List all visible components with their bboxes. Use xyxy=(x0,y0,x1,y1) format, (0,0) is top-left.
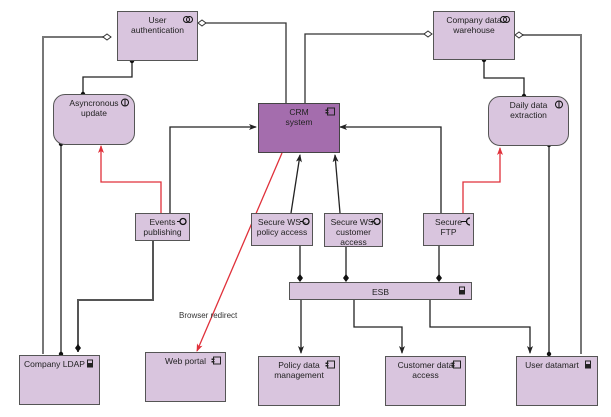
node-label: Company LDAP xyxy=(24,359,85,369)
node-label: Events publishing xyxy=(143,217,182,237)
interface-provided-icon xyxy=(300,217,310,226)
node-label: ESB xyxy=(371,287,389,297)
component-icon xyxy=(211,356,221,365)
composition-diamond xyxy=(343,274,349,282)
node-customer-data-access[interactable]: Customer data access xyxy=(385,356,466,406)
node-company-data-warehouse[interactable]: Company data warehouse xyxy=(433,11,515,60)
interface-required-icon xyxy=(461,217,471,226)
node-asyncronous-update[interactable]: Asyncronous update xyxy=(53,94,135,145)
edge-label-browser-redirect: Browser redirect xyxy=(179,311,238,320)
edge-events-async[interactable] xyxy=(98,145,162,213)
interface-provided-icon xyxy=(371,217,381,226)
edge-esb-datamart[interactable] xyxy=(429,299,533,354)
aggregation-diamond xyxy=(423,30,433,38)
node-secure-ws-customer-access[interactable]: Secure WS- customer access xyxy=(324,213,383,247)
edge-crm-webportal[interactable] xyxy=(196,152,283,352)
node-label: CRM system xyxy=(285,107,313,127)
edge-ftp-daily[interactable] xyxy=(462,147,503,213)
node-company-ldap[interactable]: Company LDAP xyxy=(19,355,100,405)
edge-wspolicy-crm[interactable] xyxy=(290,154,302,214)
collaboration-icon xyxy=(500,16,510,23)
node-label: Secure FTP xyxy=(435,217,462,237)
component-icon xyxy=(451,360,461,369)
device-icon xyxy=(585,360,591,369)
edge-userauth-ldap[interactable] xyxy=(42,36,111,354)
interface-provided-icon xyxy=(177,217,187,226)
node-label: Policy data management xyxy=(274,360,324,380)
edge-esb-customer[interactable] xyxy=(353,299,405,354)
node-secure-ftp[interactable]: Secure FTP xyxy=(423,213,474,246)
composition-diamond xyxy=(75,344,81,352)
device-icon xyxy=(87,359,93,368)
node-label: Company data warehouse xyxy=(446,15,502,35)
aggregation-diamond xyxy=(514,31,524,39)
edge-dw-datamart[interactable] xyxy=(518,34,582,354)
node-label: Secure WS- customer access xyxy=(330,217,377,247)
edge-ftp-crm[interactable] xyxy=(339,124,442,213)
node-user-authentication[interactable]: User authentication xyxy=(117,11,198,61)
edge-events-ldap[interactable] xyxy=(77,240,154,352)
edge-wscustomer-crm[interactable] xyxy=(332,154,341,214)
node-events-publishing[interactable]: Events publishing xyxy=(135,213,190,241)
node-label: Daily data extraction xyxy=(509,100,548,120)
component-icon xyxy=(325,360,335,369)
composition-diamond xyxy=(436,274,442,282)
interaction-icon xyxy=(121,98,129,107)
node-crm-system[interactable]: CRM system xyxy=(258,103,340,153)
edge-dw-crm[interactable] xyxy=(304,33,427,103)
aggregation-diamond xyxy=(197,19,207,27)
node-label: Secure WS - policy access xyxy=(256,217,308,237)
device-icon xyxy=(459,286,465,295)
node-policy-data-management[interactable]: Policy data management xyxy=(258,356,340,406)
node-secure-ws-policy-access[interactable]: Secure WS - policy access xyxy=(251,213,313,246)
node-label: Asyncronous update xyxy=(69,98,119,118)
node-esb[interactable]: ESB xyxy=(289,282,472,300)
edge-events-crm[interactable] xyxy=(169,124,257,213)
component-icon xyxy=(325,107,335,116)
composition-diamond xyxy=(297,274,303,282)
node-daily-data-extraction[interactable]: Daily data extraction xyxy=(488,96,569,146)
node-label: Web portal xyxy=(165,356,206,366)
edge-userauth-async[interactable] xyxy=(82,60,133,94)
edge-userauth-crm[interactable] xyxy=(205,22,287,103)
junction-dot xyxy=(546,351,552,357)
node-label: Customer data access xyxy=(397,360,454,380)
edge-dw-daily[interactable] xyxy=(483,59,525,96)
node-user-datamart[interactable]: User datamart xyxy=(516,356,598,406)
collaboration-icon xyxy=(183,16,193,23)
node-web-portal[interactable]: Web portal xyxy=(145,352,226,402)
node-label: User authentication xyxy=(131,15,184,35)
node-label: User datamart xyxy=(525,360,579,370)
aggregation-diamond xyxy=(102,33,112,41)
interaction-icon xyxy=(555,100,563,109)
